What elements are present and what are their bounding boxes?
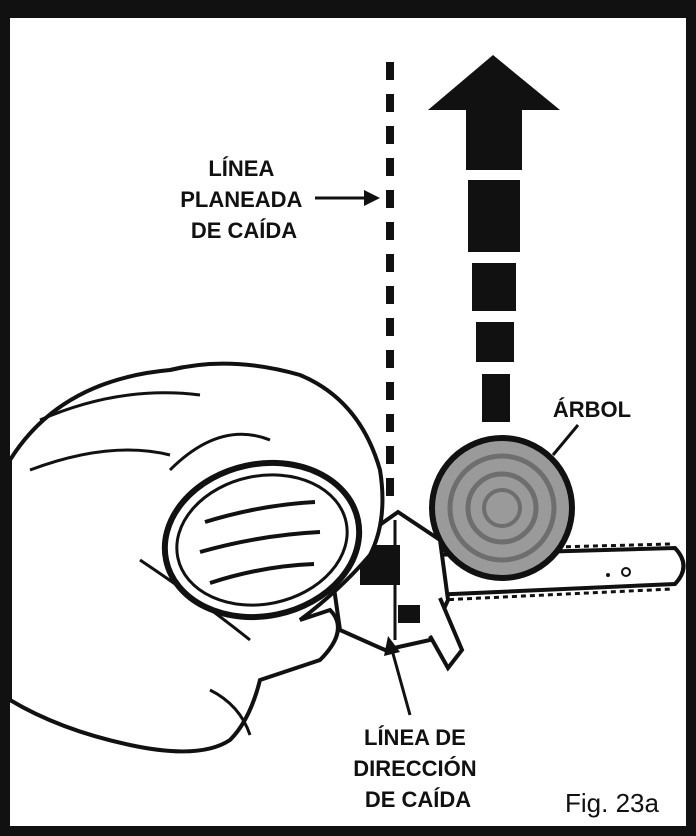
arrow-segment xyxy=(476,322,514,362)
label-line: DE CAÍDA xyxy=(365,787,471,812)
fall-direction-arrow-icon xyxy=(428,55,560,422)
label-line: DE CAÍDA xyxy=(191,218,297,243)
arrow-segment xyxy=(472,263,516,311)
planned-fall-line-label: LÍNEA PLANEADA DE CAÍDA xyxy=(180,156,308,243)
pointer-arrow-planned xyxy=(315,190,380,206)
label-line: LÍNEA xyxy=(208,156,274,181)
top-rule xyxy=(0,0,696,18)
figure-number: Fig. 23a xyxy=(565,788,659,818)
label-line: LÍNEA DE xyxy=(364,725,466,750)
tree-leader-line xyxy=(553,425,578,455)
arrow-segment xyxy=(466,110,522,170)
tree-cross-section-icon xyxy=(432,438,572,578)
arrow-head xyxy=(428,55,560,110)
fall-direction-line-label: LÍNEA DE DIRECCIÓN DE CAÍDA xyxy=(353,725,483,812)
tree-label: ÁRBOL xyxy=(553,397,631,422)
label-line: PLANEADA xyxy=(180,187,302,212)
arrow-segment xyxy=(482,374,510,422)
arrow-segment xyxy=(468,180,520,252)
label-line: DIRECCIÓN xyxy=(353,756,476,781)
